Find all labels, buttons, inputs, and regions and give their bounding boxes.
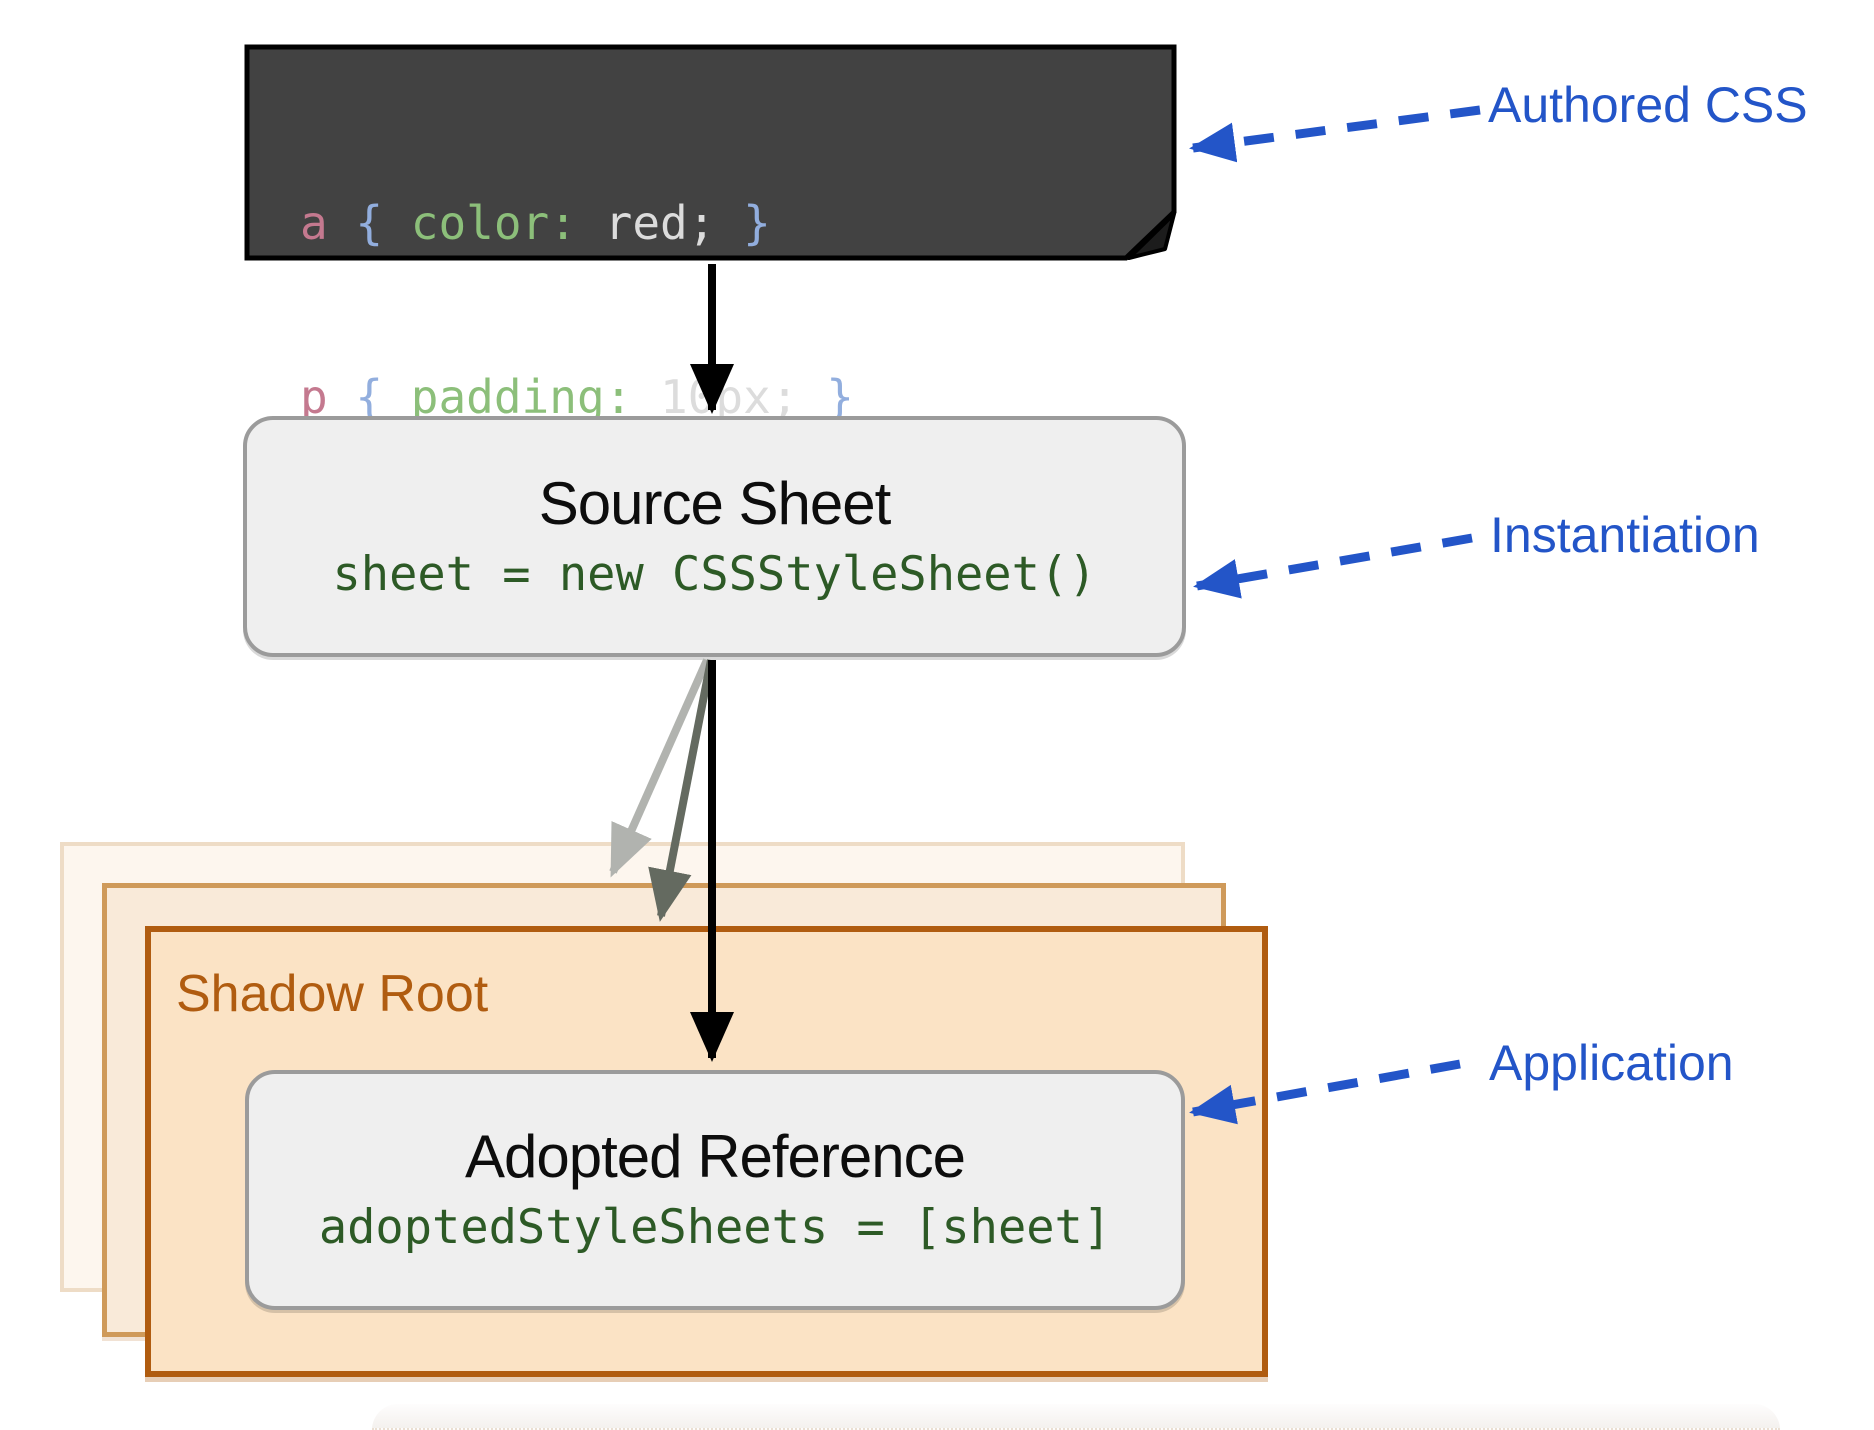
css-close-brace: } — [826, 370, 854, 424]
annotation-arrow-instantiation — [1193, 533, 1473, 599]
css-open-brace: { — [355, 370, 411, 424]
css-selector: a — [300, 196, 356, 250]
css-value: red; — [604, 196, 744, 250]
annotation-application: Application — [1489, 1035, 1734, 1091]
adopted-reference-code: adoptedStyleSheets = [sheet] — [318, 1200, 1112, 1255]
annotation-instantiation: Instantiation — [1490, 507, 1760, 563]
css-close-brace: } — [743, 196, 771, 250]
css-selector: p — [300, 370, 356, 424]
source-sheet-code: sheet = new CSSStyleSheet() — [332, 546, 1097, 602]
source-sheet-title: Source Sheet — [538, 469, 892, 537]
adopted-reference-box: Adopted Reference adoptedStyleSheets = [… — [245, 1070, 1185, 1310]
source-sheet-box: Source Sheet sheet = new CSSStyleSheet() — [243, 416, 1186, 657]
css-property: padding: — [410, 370, 661, 424]
adopted-reference-title: Adopted Reference — [464, 1123, 966, 1190]
css-property: color: — [410, 196, 605, 250]
page-fold-icon — [1127, 212, 1176, 260]
annotation-arrow-authored — [1189, 105, 1481, 163]
arrow-source-to-shadow-back — [609, 658, 711, 878]
annotation-authored-css: Authored CSS — [1488, 77, 1808, 133]
shadow-root-label: Shadow Root — [176, 965, 489, 1023]
faded-bottom-card — [372, 1404, 1780, 1430]
code-line: a { color: red; } — [300, 194, 854, 252]
css-open-brace: { — [355, 196, 411, 250]
